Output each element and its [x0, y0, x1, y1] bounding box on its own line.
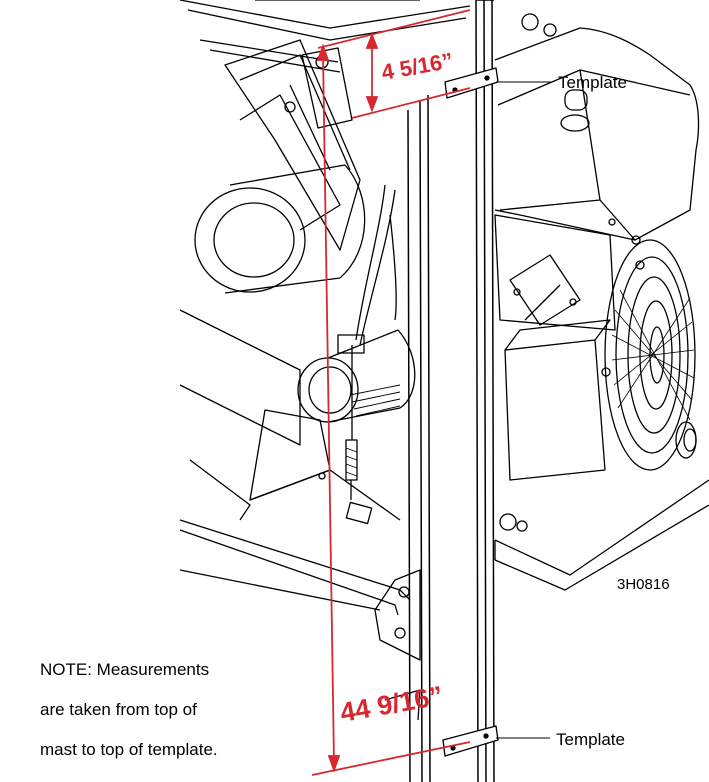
mast [407, 0, 495, 782]
ext-line-mast-top [317, 9, 471, 49]
dim-line-long [322, 53, 335, 763]
arrow-short-bottom [365, 96, 379, 113]
ext-line-template-bottom [311, 741, 471, 776]
left-pulley [194, 164, 366, 294]
arrow-long-top [316, 43, 330, 61]
engine-housing [494, 13, 700, 245]
note-line-3: mast to top of template. [40, 740, 218, 759]
arrow-long-bottom [327, 755, 341, 773]
measurement-note: NOTE: Measurements are taken from top of… [40, 640, 280, 780]
ext-line-template-top [351, 87, 471, 119]
arrow-short-top [365, 32, 379, 49]
cable [337, 184, 397, 500]
note-line-2: are taken from top of [40, 700, 197, 719]
dim-short-label: 4 5/16” [380, 48, 455, 85]
base-plate [179, 309, 411, 616]
template-bottom-plate [442, 725, 499, 757]
engine-base [494, 421, 709, 591]
drawing-code: 3H0816 [617, 576, 670, 593]
template-bottom-label: Template [556, 730, 625, 749]
engine-side-box [494, 214, 616, 481]
lower-left-bracket [374, 569, 421, 721]
fan-guard [601, 239, 696, 471]
dim-long-label: 44 9/16” [338, 680, 445, 728]
note-line-1: NOTE: Measurements [40, 660, 210, 679]
lower-pulley [297, 329, 416, 423]
template-top-label: Template [558, 73, 627, 92]
